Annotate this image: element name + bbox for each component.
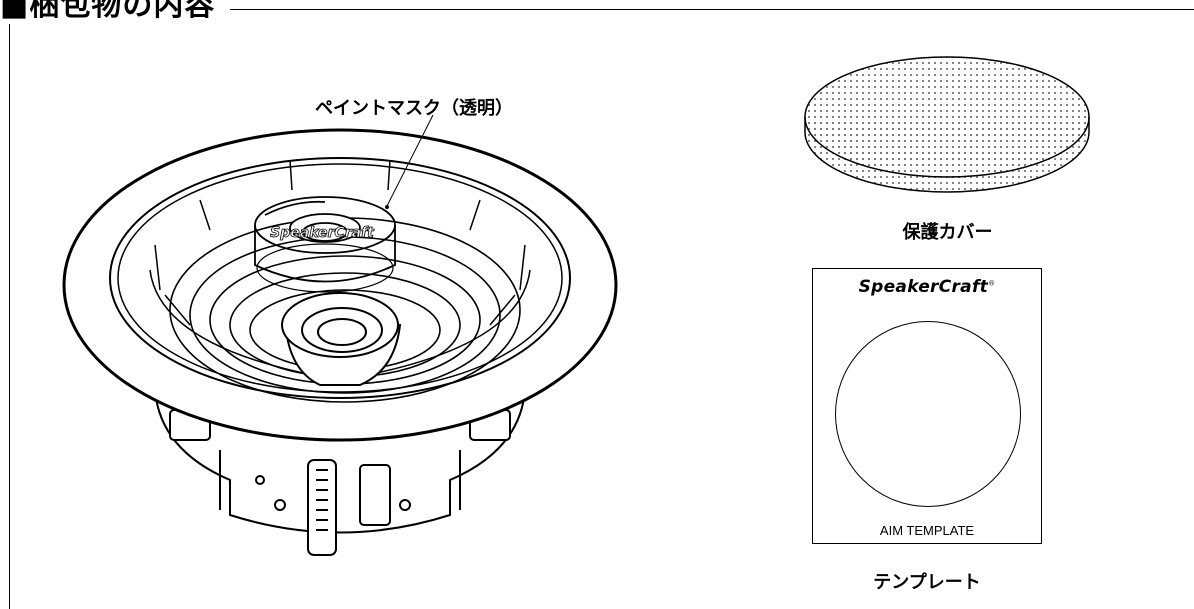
left-rule bbox=[9, 24, 10, 609]
section-title: ■梱包物の内容 bbox=[0, 0, 224, 24]
tweeter-assembly bbox=[281, 292, 402, 386]
template-label: AIM TEMPLATE bbox=[879, 523, 975, 538]
paint-mask bbox=[254, 196, 396, 293]
protective-cover-caption: 保護カバー bbox=[902, 222, 993, 243]
speaker-illustration: SpeakerCraft bbox=[60, 120, 620, 570]
template-caption: テンプレート bbox=[873, 572, 981, 593]
template-brand-logo: SpeakerCraft® bbox=[858, 277, 996, 297]
mask-brand-logo: SpeakerCraft bbox=[270, 225, 375, 241]
template-cutout-circle bbox=[835, 321, 1021, 507]
paint-mask-label: ペイントマスク（透明） bbox=[315, 98, 513, 119]
speaker-drawing: SpeakerCraft bbox=[62, 128, 618, 556]
cover-drawing bbox=[804, 56, 1090, 193]
title-rule bbox=[230, 9, 1194, 10]
protective-cover-illustration bbox=[800, 42, 1095, 202]
speaker-flange-inner bbox=[109, 157, 571, 399]
aim-template-card: SpeakerCraft® AIM TEMPLATE bbox=[812, 268, 1042, 544]
